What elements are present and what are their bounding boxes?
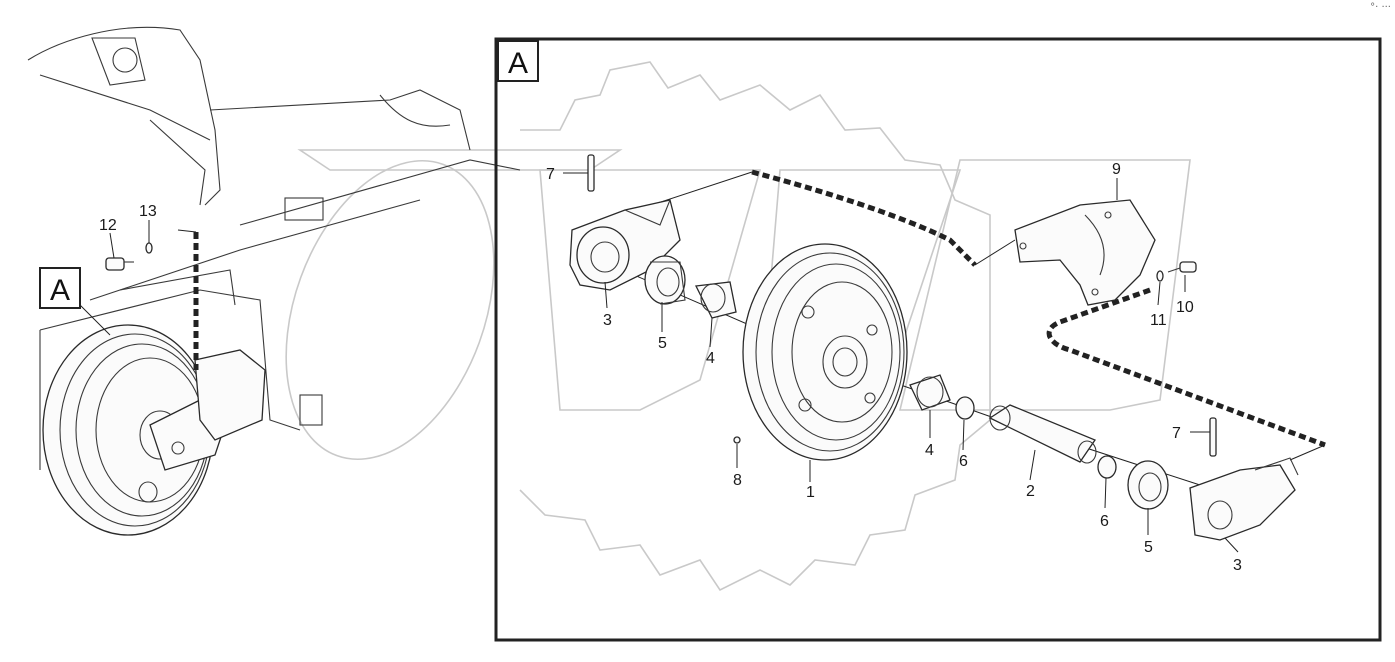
shaft-2 [988,404,1097,464]
callout-4-right: 4 [925,442,934,459]
pin-7-left [587,154,595,192]
o-ring-6-bottom [1097,455,1117,479]
callout-6-top: 6 [959,453,968,470]
pin-7-right [1209,417,1217,457]
seal-5-left [644,255,686,305]
callout-9: 9 [1112,161,1121,178]
callout-3-right: 3 [1233,557,1242,574]
bushing-4-right [909,374,951,411]
detail-callout-a-label: A [50,274,70,307]
seal-5-right [1127,460,1169,510]
washer-11 [1156,270,1164,282]
detail-callout-a-tag [39,267,81,309]
detail-callout-a-leader [79,304,111,336]
idler-wheel-1 [742,243,908,461]
bushing-4-left [695,281,737,319]
callout-5-left: 5 [658,335,667,352]
callout-labels: 7 3 5 4 8 1 4 6 2 6 5 7 3 9 10 11 12 13 [99,161,1242,574]
bracket-3-right [1189,457,1299,541]
callout-5-right: 5 [1144,539,1153,556]
callout-10: 10 [1176,299,1194,316]
callout-leaders [109,172,1239,553]
callout-2: 2 [1026,483,1035,500]
washer-13 [145,242,153,254]
exploded-dashed-line-right [1046,287,1326,448]
machine-frame [27,26,521,470]
detail-box-a-tag [497,40,539,82]
background-sprocket-outline [285,61,1191,592]
bolt-12 [105,257,134,271]
corner-mark: °· ··· [1370,2,1391,13]
callout-4-left: 4 [706,350,715,367]
assembled-idler-wheel [42,324,266,536]
callout-13: 13 [139,203,157,220]
callout-7-left: 7 [546,166,555,183]
detail-box-a-label: A [508,47,528,80]
detail-box-a [494,37,1382,642]
exploded-dashed-line-top [751,169,977,267]
callout-7-right: 7 [1172,425,1181,442]
o-ring-6-top [955,396,975,420]
callout-12: 12 [99,217,117,234]
bolt-10 [1167,261,1197,273]
callout-1: 1 [806,484,815,501]
callout-3-left: 3 [603,312,612,329]
callout-11: 11 [1150,312,1167,329]
plug-8 [733,436,741,444]
callout-8: 8 [733,472,742,489]
callout-6-bottom: 6 [1100,513,1109,530]
mounting-bracket-9 [1014,199,1156,306]
